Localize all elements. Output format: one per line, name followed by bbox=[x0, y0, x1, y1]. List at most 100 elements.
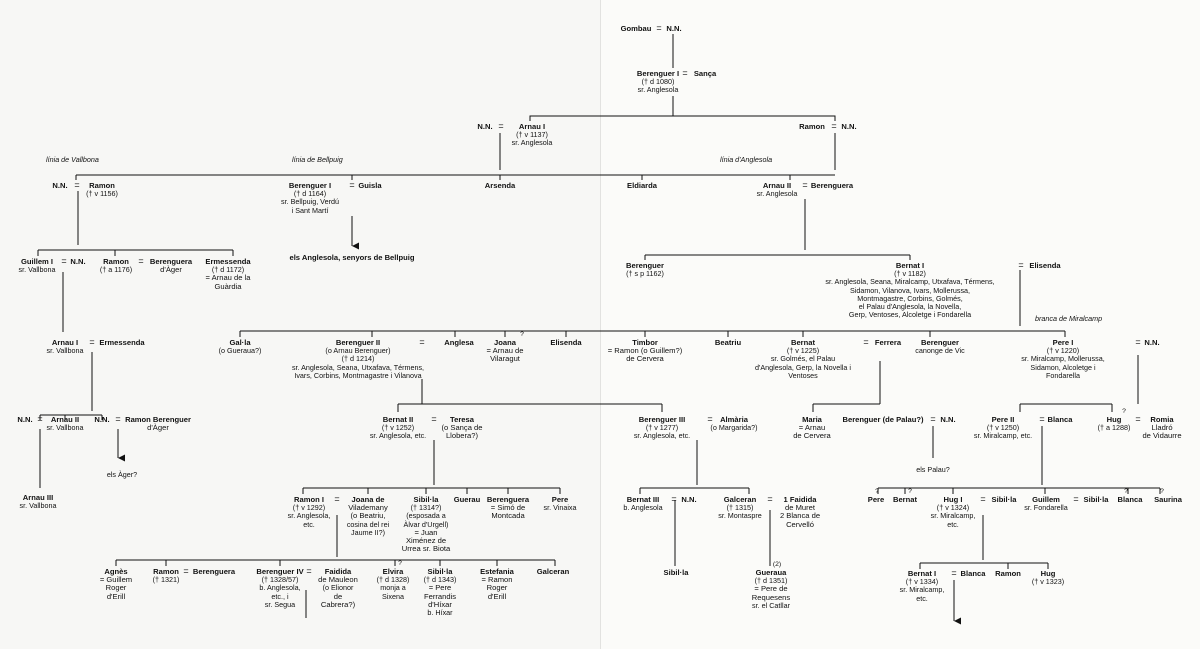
marriage-sign: = bbox=[930, 414, 936, 424]
person-gombau: Gombau bbox=[620, 24, 652, 33]
marriage-sign: = bbox=[980, 494, 986, 504]
person-timbor: Timbor= Ramon (o Guillem?)de Cervera bbox=[607, 338, 683, 364]
person-bernat-i: Bernat I(† v 1182)sr. Anglesola, Seana, … bbox=[825, 261, 995, 320]
person-arnau-i: Arnau I(† v 1137)sr. Anglesola bbox=[511, 122, 553, 148]
person-galla: Gal·la(o Gueraua?) bbox=[218, 338, 262, 356]
marriage-sign: = bbox=[682, 68, 688, 78]
person-nn-palau: N.N. bbox=[940, 415, 956, 424]
person-blanca-bernat-i: Blanca bbox=[960, 569, 986, 578]
ager-line-label: els Àger? bbox=[106, 470, 138, 479]
person-berenguer-iv: Berenguer IV(† 1328/57)b. Anglesola,etc.… bbox=[256, 567, 304, 609]
person-guerau: Guerau bbox=[453, 495, 481, 504]
right-page bbox=[600, 0, 1200, 649]
marriage-sign: = bbox=[498, 121, 504, 131]
uncertain-mark: ? bbox=[520, 331, 524, 338]
person-pere-ii: Pere II(† v 1250)sr. Miralcamp, etc. bbox=[973, 415, 1033, 441]
marriage-sign: = bbox=[1135, 414, 1141, 424]
person-eldiarda: Eldiarda bbox=[627, 181, 657, 190]
person-ferrera: Ferrera bbox=[874, 338, 902, 347]
person-ramon: Ramon bbox=[799, 122, 825, 131]
person-ramon-m: Ramon bbox=[995, 569, 1021, 578]
left-page bbox=[0, 0, 600, 649]
uncertain-mark: ? bbox=[1160, 488, 1164, 495]
person-nn-root: N.N. bbox=[666, 24, 682, 33]
marriage-sign: = bbox=[831, 121, 837, 131]
uncertain-mark: ? bbox=[908, 488, 912, 495]
person-elisenda-a: Elisenda bbox=[1029, 261, 1061, 270]
marriage-sign: = bbox=[419, 337, 425, 347]
person-hug-1323: Hug(† v 1323) bbox=[1031, 569, 1065, 587]
person-sanca: Sança bbox=[693, 69, 717, 78]
uncertain-mark: ? bbox=[398, 560, 402, 567]
person-ramon-1321: Ramon(† 1321) bbox=[152, 567, 180, 585]
marriage-sign: = bbox=[802, 180, 808, 190]
marriage-sign: = bbox=[707, 414, 713, 424]
person-nn-rb: N.N. bbox=[94, 415, 110, 424]
person-berenguer-palau: Berenguer (de Palau?) bbox=[842, 415, 924, 424]
person-berenguer-i: Berenguer I(† d 1080)sr. Anglesola bbox=[636, 69, 680, 95]
person-beatriu: Beatriu bbox=[714, 338, 742, 347]
bellpuig-line-label: els Anglesola, senyors de Bellpuig bbox=[289, 253, 415, 262]
branch-label-vallbona: línia de Vallbona bbox=[46, 155, 99, 164]
marriage-sign: = bbox=[951, 568, 957, 578]
person-ermessenda-v: Ermessenda bbox=[99, 338, 145, 347]
marriage-sign: = bbox=[74, 180, 80, 190]
person-elisenda-b: Elisenda bbox=[550, 338, 582, 347]
person-berenguer-1162: Berenguer(† s p 1162) bbox=[626, 261, 664, 279]
marriage-sign: = bbox=[61, 256, 67, 266]
person-berenguera-a: Berenguera bbox=[810, 181, 854, 190]
uncertain-mark: ? bbox=[1124, 488, 1128, 495]
marriage-sign: = bbox=[671, 494, 677, 504]
uncertain-mark: ? bbox=[1122, 408, 1126, 415]
palau-line-label: els Palau? bbox=[916, 465, 950, 474]
person-blanca-pere-ii: Blanca bbox=[1047, 415, 1073, 424]
person-nn-pere-i: N.N. bbox=[1144, 338, 1160, 347]
marriage-sign: = bbox=[1018, 260, 1024, 270]
marriage-sign: = bbox=[334, 494, 340, 504]
marriage-sign: = bbox=[1073, 494, 1079, 504]
person-sibilla-guillem: Sibil·la bbox=[1083, 495, 1109, 504]
person-sibilla-bernat-iii: Sibil·la bbox=[663, 568, 689, 577]
person-sibilla-hug: Sibil·la bbox=[991, 495, 1017, 504]
person-ramon-i: Ramon I(† v 1292)sr. Anglesola,etc. bbox=[287, 495, 331, 529]
person-nn-guillem: N.N. bbox=[70, 257, 86, 266]
marriage-sign: = bbox=[138, 256, 144, 266]
marriage-sign: = bbox=[1039, 414, 1045, 424]
person-pere-i: Pere I(† v 1220)sr. Miralcamp, Molleruss… bbox=[1021, 338, 1105, 380]
person-nn-v: N.N. bbox=[52, 181, 68, 190]
marriage-sign: = bbox=[37, 414, 43, 424]
marriage-sign: = bbox=[431, 414, 437, 424]
person-arsenda: Arsenda bbox=[484, 181, 516, 190]
marriage-sign: = bbox=[656, 23, 662, 33]
person-almaria: Almària(o Margarida?) bbox=[710, 415, 758, 433]
branch-label-miralcamp: branca de Miralcamp bbox=[1035, 314, 1103, 323]
person-ramon-1176: Ramon(† a 1176) bbox=[99, 257, 133, 275]
person-galceran-1315: Galceran(† 1315)sr. Montaspre bbox=[718, 495, 762, 521]
person-berenguer-ii: Berenguer II(o Arnau Berenguer)(† d 1214… bbox=[291, 338, 425, 380]
marriage-sign: = bbox=[767, 494, 773, 504]
marriage-sign: = bbox=[1135, 337, 1141, 347]
